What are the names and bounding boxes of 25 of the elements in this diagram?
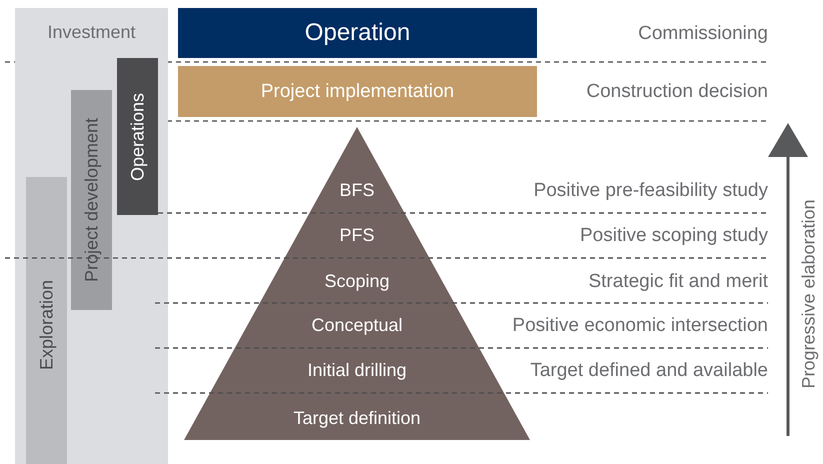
stage-box: [178, 8, 537, 58]
milestone-label: Positive pre-feasibility study: [534, 180, 768, 202]
panel-title: Investment: [46, 22, 137, 43]
pyramid-layer-label: PFS: [184, 225, 530, 246]
phase-label: Exploration: [36, 279, 57, 370]
pyramid-layer-label: BFS: [184, 180, 530, 201]
milestone-label: Positive scoping study: [580, 225, 768, 247]
phase-label: Operations: [127, 92, 148, 181]
stage-label: Project implementation: [260, 80, 456, 102]
pyramid-layer-label: Initial drilling: [184, 360, 530, 381]
phase-label: Project development: [81, 118, 102, 282]
stage-label: Operation: [304, 19, 412, 47]
phase-bar: [71, 90, 112, 310]
phase-bar: [26, 177, 67, 464]
milestone-label: Strategic fit and merit: [588, 271, 768, 293]
milestone-label: Target defined and available: [530, 360, 768, 382]
stage-box: [178, 66, 537, 117]
phase-bar: [117, 58, 158, 215]
investment-panel: [15, 8, 168, 464]
milestone-label: Commissioning: [638, 23, 768, 45]
milestone-label: Construction decision: [586, 81, 768, 103]
pyramid-layer-label: Target definition: [184, 408, 530, 429]
pyramid-layer-label: Scoping: [184, 271, 530, 292]
axis-label: Progressive elaboration: [798, 199, 820, 389]
milestone-label: Positive economic intersection: [512, 315, 768, 337]
